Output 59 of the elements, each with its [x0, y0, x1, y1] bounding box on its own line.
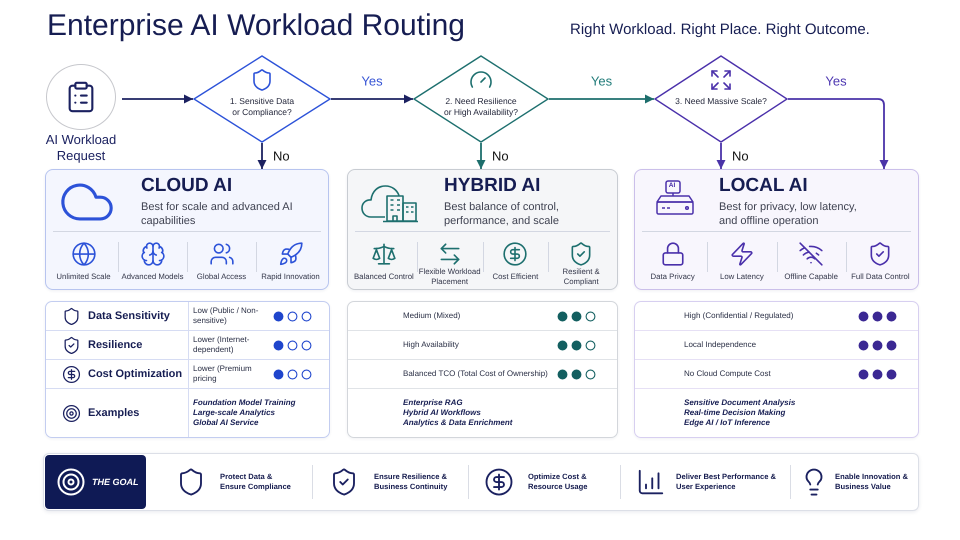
row-label: Data Sensitivity [88, 310, 170, 322]
example-text: Foundation Model Training [193, 398, 297, 408]
edge-label: No [272, 148, 291, 164]
value-text: High Availability [403, 340, 460, 350]
comparison-panel [45, 301, 330, 438]
arrow [549, 94, 654, 104]
value-text: Lower (Internet-dependent) [193, 335, 250, 355]
card-description: Best for scale and advanced AI capabilities [141, 200, 294, 228]
decision-diamond [413, 55, 549, 143]
value-text: Balanced TCO (Total Cost of Ownership) [403, 369, 549, 379]
arrow [476, 143, 486, 169]
card-description: Best balance of control, performance, and scale [444, 200, 560, 228]
goal-badge [45, 455, 146, 509]
option-card [45, 169, 329, 290]
row-label: Cost Optimization [88, 368, 182, 380]
example-text: Edge AI / IoT Inference [684, 418, 771, 428]
comparison-panel [634, 301, 919, 438]
arrow [331, 94, 413, 104]
example-text: Analytics & Data Enrichment [403, 418, 514, 428]
tagline: Right Workload. Right Place. Right Outcome. [570, 21, 870, 39]
value-text: Medium (Mixed) [403, 311, 462, 321]
example-text: Hybrid AI Workflows [403, 408, 482, 418]
card-description: Best for privacy, low latency, and offline operation [719, 200, 858, 228]
edge-label: Yes [360, 74, 384, 88]
start-label: AI Workload Request [44, 132, 118, 164]
arrow [716, 143, 726, 169]
example-text: Large-scale Analytics [193, 408, 276, 418]
decision-diamond [654, 55, 788, 143]
goal-bar [43, 453, 919, 511]
option-card [347, 169, 618, 290]
value-text: High (Confidential / Regulated) [684, 311, 794, 321]
edge-label: No [491, 148, 510, 164]
example-text: Real-time Decision Making [684, 408, 786, 418]
title: Enterprise AI Workload Routing [47, 8, 465, 44]
goal-badge-text: THE GOAL [92, 477, 138, 487]
card-title: CLOUD AI [141, 175, 232, 197]
option-card [634, 169, 919, 290]
example-text: Global AI Service [193, 418, 260, 428]
row-label: Examples [88, 407, 140, 419]
arrow [258, 143, 266, 169]
example-text: Enterprise RAG [403, 398, 464, 408]
edge-label: Yes [590, 74, 614, 88]
comparison-panel [347, 301, 618, 438]
edge-label: No [731, 148, 750, 164]
card-title: HYBRID AI [444, 175, 540, 197]
arrow [122, 94, 193, 104]
arrow [788, 98, 888, 169]
value-text: Lower (Premium pricing [193, 364, 253, 384]
value-text: No Cloud Compute Cost [684, 369, 772, 379]
question-text: 1. Sensitive Data or Compliance? [228, 96, 296, 118]
decision-diamond [193, 55, 331, 143]
value-text: Low (Public / Non-sensitive) [193, 306, 260, 326]
question-text: 3. Need Massive Scale? [674, 96, 768, 107]
card-title: LOCAL AI [719, 175, 808, 197]
example-text: Sensitive Document Analysis [684, 398, 796, 408]
row-label: Resilience [88, 339, 142, 351]
edge-label: Yes [824, 74, 848, 88]
value-text: Local Independence [684, 340, 758, 350]
question-text: 2. Need Resilience or High Availability? [442, 96, 520, 118]
